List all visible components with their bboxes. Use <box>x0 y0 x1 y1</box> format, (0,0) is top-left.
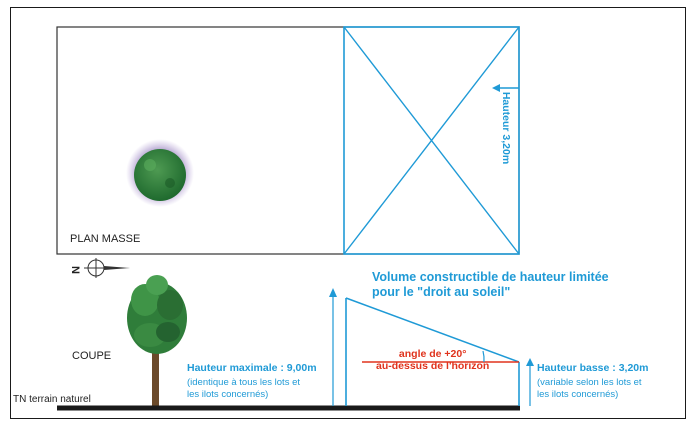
low-height-note-2: les ilots concernés) <box>537 389 619 400</box>
max-height-note: (identique à tous les lots et les ilots … <box>187 377 300 401</box>
section-volume <box>345 297 520 406</box>
plan-height-label: Hauteur 3,20m <box>500 91 512 165</box>
max-height-note-2: les ilots concernés) <box>187 389 269 400</box>
low-height-note-1: (variable selon les lots et <box>537 377 642 388</box>
arrow-left-icon <box>492 84 519 92</box>
title-line-2: pour le "droit au soleil" <box>372 285 511 299</box>
angle-line-2: au-dessus de l'horizon <box>376 360 490 372</box>
angle-line-1: angle de +20° <box>398 348 467 360</box>
diagram-frame <box>10 7 686 419</box>
max-height-label: Hauteur maximale : 9,00m <box>187 362 317 374</box>
tree-side-view-icon <box>127 275 187 410</box>
plan-masse-label: PLAN MASSE <box>70 233 141 245</box>
angle-indicator <box>362 350 519 363</box>
low-height-note: (variable selon les lots et les ilots co… <box>537 377 642 401</box>
tree-top-view-icon <box>126 139 194 207</box>
coupe-label: COUPE <box>72 350 112 362</box>
ground-label: TN terrain naturel <box>13 394 91 405</box>
compass-letter: N <box>69 266 81 274</box>
title-line-1: Volume constructible de hauteur limitée <box>372 270 609 284</box>
max-height-dimension <box>329 288 337 406</box>
angle-label: angle de +20° au-dessus de l'horizon <box>376 348 489 372</box>
plan-outline <box>56 26 520 255</box>
plan-buildable-zone <box>343 26 520 255</box>
max-height-note-1: (identique à tous les lots et <box>187 377 301 388</box>
low-height-label: Hauteur basse : 3,20m <box>537 362 649 374</box>
north-compass-icon <box>84 258 130 278</box>
low-height-dimension <box>526 358 534 406</box>
diagram-title: Volume constructible de hauteur limitée … <box>372 270 609 300</box>
